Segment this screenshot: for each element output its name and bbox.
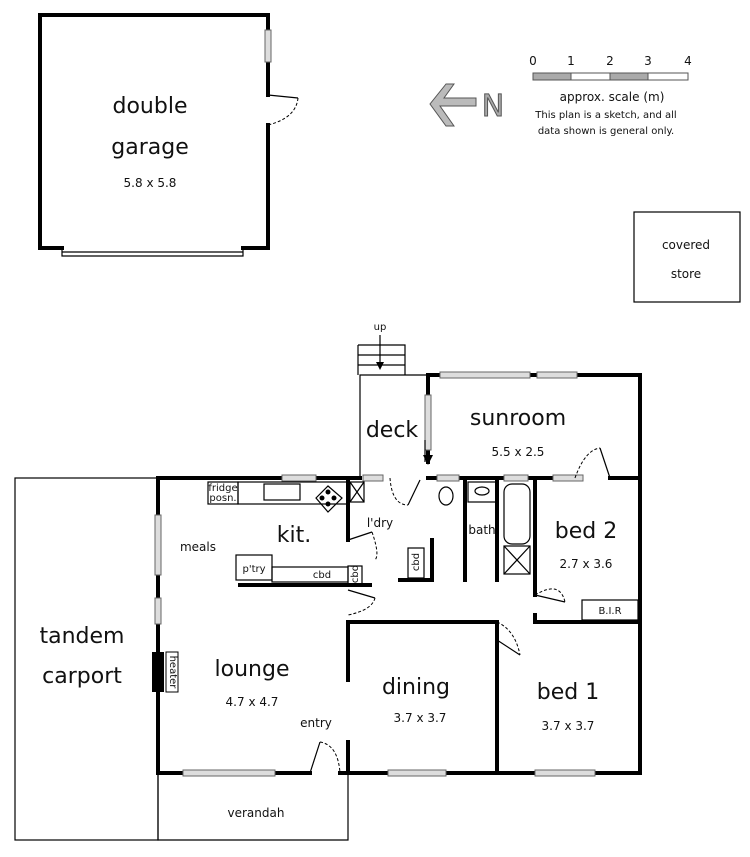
windows <box>154 371 596 777</box>
room-label: garage <box>111 135 188 160</box>
room-label: sunroom <box>470 406 566 431</box>
room-label: verandah <box>228 806 285 820</box>
disclaimer: data shown is general only. <box>538 126 674 137</box>
north-arrow-icon: N <box>429 83 505 127</box>
scale-tick: 0 <box>529 54 537 68</box>
cooktop-icon <box>315 485 343 513</box>
fixture-label: cbd <box>313 570 331 581</box>
room-label: tandem <box>40 624 125 649</box>
room-label: store <box>671 267 701 281</box>
room-label: deck <box>366 418 419 443</box>
fixture-label: p'try <box>242 564 265 575</box>
stairs-label: up <box>374 322 387 333</box>
scale-bar: 0 1 2 3 4 approx. scale (m) This plan is… <box>529 54 692 137</box>
room-label: lounge <box>215 657 290 682</box>
verandah <box>157 773 349 841</box>
scale-tick: 3 <box>644 54 652 68</box>
fixture-label: fridge <box>208 483 237 494</box>
fixture-label: posn. <box>209 493 236 504</box>
garage: double garage 5.8 x 5.8 <box>38 13 299 257</box>
carport <box>14 477 159 841</box>
room-label: carport <box>42 664 122 689</box>
fixture-label: B.I.R <box>598 606 621 617</box>
sink-icon <box>263 483 301 501</box>
room-label: dining <box>382 675 450 700</box>
scale-tick: 1 <box>567 54 575 68</box>
disclaimer: This plan is a sketch, and all <box>534 110 676 121</box>
washer-icon <box>349 481 365 503</box>
kitchen-fixtures: fridge posn. p'try cbd cbd cbd <box>207 481 425 585</box>
room-label: l'dry <box>367 516 393 530</box>
covered-store: covered store <box>633 211 741 303</box>
scale-tick: 4 <box>684 54 692 68</box>
room-size: 5.5 x 2.5 <box>492 445 545 459</box>
doors <box>309 440 611 774</box>
room-label: double <box>113 94 188 119</box>
room-label: bed 1 <box>537 680 599 705</box>
deck: up deck <box>357 322 428 478</box>
fixture-label: cbd <box>350 565 361 583</box>
room-size: 2.7 x 3.6 <box>560 557 613 571</box>
room-label: meals <box>180 540 216 554</box>
window <box>264 29 272 63</box>
scale-label: approx. scale (m) <box>560 90 665 104</box>
room-size: 3.7 x 3.7 <box>542 719 595 733</box>
room-label: bath <box>468 523 495 537</box>
toilet-icon <box>438 486 454 506</box>
room-label: kit. <box>277 523 311 548</box>
basin-icon <box>474 486 490 496</box>
shower-icon <box>503 545 531 575</box>
room-size: 3.7 x 3.7 <box>394 711 447 725</box>
bath-fixtures: B.I.R <box>438 481 639 621</box>
room-label: bed 2 <box>555 519 617 544</box>
room-label: covered <box>662 238 710 252</box>
north-label: N <box>482 89 504 124</box>
room-size: 5.8 x 5.8 <box>124 176 177 190</box>
scale-tick: 2 <box>606 54 614 68</box>
fixture-label: cbd <box>411 553 422 571</box>
room-size: 4.7 x 4.7 <box>226 695 279 709</box>
room-label: entry <box>300 716 332 730</box>
fixture-label: heater <box>167 656 178 690</box>
heater-icon <box>152 652 164 692</box>
bathtub-icon <box>503 483 531 545</box>
